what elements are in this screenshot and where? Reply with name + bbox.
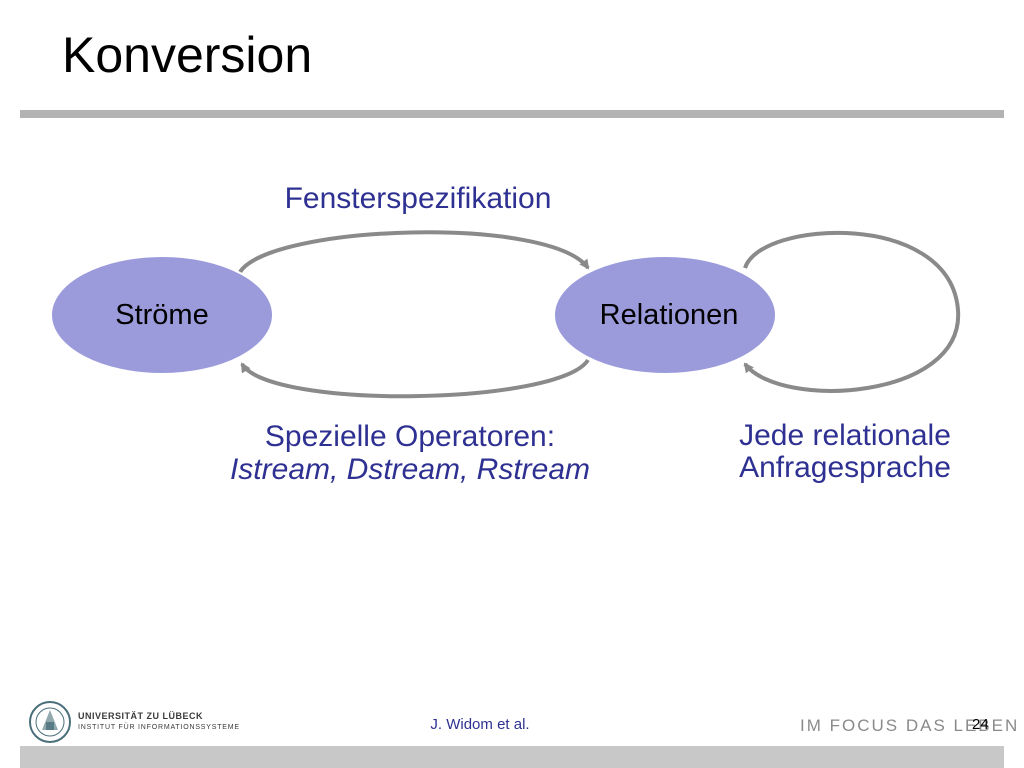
- special-ops-label: Spezielle Operatoren: Istream, Dstream, …: [180, 420, 640, 486]
- footer-bar: [20, 746, 1004, 768]
- page-number: 24: [972, 716, 989, 733]
- node-relations-label: Relationen: [600, 299, 739, 331]
- title-divider: [20, 110, 1004, 118]
- node-relations: Relationen: [553, 255, 777, 375]
- special-ops-list: Istream, Dstream, Rstream: [229, 453, 591, 486]
- university-motto: IM FOCUS DAS LEBEN: [800, 716, 1020, 735]
- special-ops-title: Spezielle Operatoren:: [264, 420, 556, 453]
- university-logo-text: UNIVERSITÄT ZU LÜBECK INSTITUT FÜR INFOR…: [78, 711, 240, 732]
- window-spec-label: Fensterspezifikation: [284, 182, 552, 215]
- node-streams-label: Ströme: [115, 299, 208, 331]
- university-seal-icon: [29, 701, 71, 743]
- window-spec-arrow: [238, 230, 590, 274]
- slide-title: Konversion: [62, 27, 313, 83]
- node-streams: Ströme: [50, 255, 274, 375]
- any-relational-line1: Jede relationale: [739, 419, 951, 452]
- any-relational-label: Jede relationale Anfragesprache: [700, 420, 990, 483]
- relational-self-loop-arrow: [743, 230, 961, 393]
- institute-name: INSTITUT FÜR INFORMATIONSSYSTEME: [78, 724, 240, 731]
- university-name: UNIVERSITÄT ZU LÜBECK: [78, 711, 203, 721]
- citation: J. Widom et al.: [430, 716, 530, 733]
- special-ops-arrow: [240, 358, 590, 399]
- any-relational-line2: Anfragesprache: [739, 450, 951, 484]
